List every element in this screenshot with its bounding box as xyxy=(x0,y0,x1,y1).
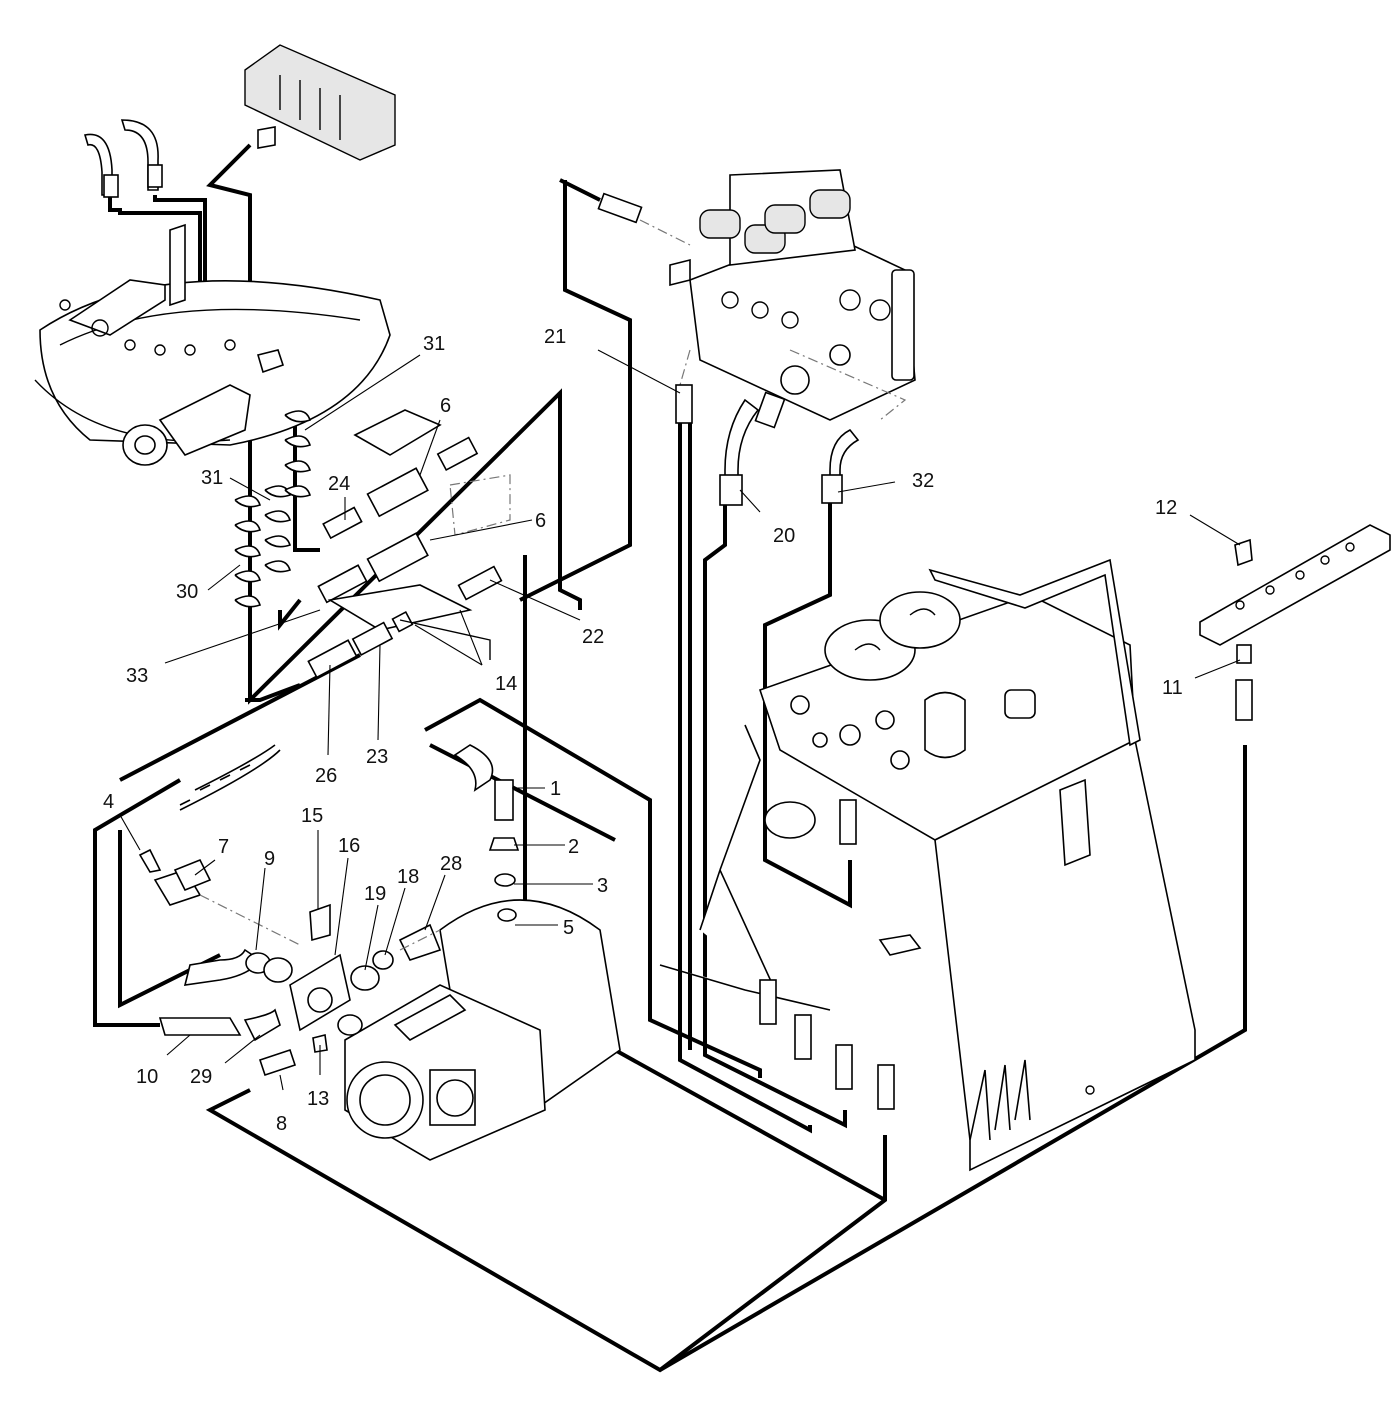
callout-9: 9 xyxy=(264,848,275,870)
flange-block-parts xyxy=(138,848,442,1077)
callout-8: 8 xyxy=(276,1113,287,1135)
callout-labels: 1 2 3 4 5 6 6 7 8 9 10 11 12 13 14 15 16… xyxy=(103,326,1183,1135)
callout-31-left: 31 xyxy=(201,467,223,489)
swing-ring-assembly xyxy=(34,223,391,466)
callout-16: 16 xyxy=(338,835,360,857)
tank-fittings xyxy=(759,799,895,1110)
callout-6-lower: 6 xyxy=(535,510,546,532)
callout-20: 20 xyxy=(773,525,795,547)
valve-cluster-center-left xyxy=(307,409,511,679)
manifold-bar xyxy=(1199,524,1391,721)
callout-1: 1 xyxy=(550,778,561,800)
callout-33: 33 xyxy=(126,665,148,687)
elbow-hoses-top-left xyxy=(83,119,163,198)
hydraulic-pump xyxy=(344,744,621,1161)
callout-10: 10 xyxy=(136,1066,158,1088)
callout-3: 3 xyxy=(597,875,608,897)
callout-29: 29 xyxy=(190,1066,212,1088)
junction-block-top xyxy=(244,44,396,161)
callout-15: 15 xyxy=(301,805,323,827)
callout-30: 30 xyxy=(176,581,198,603)
callout-22: 22 xyxy=(582,626,604,648)
control-valve-block xyxy=(597,169,916,421)
callout-31-right: 31 xyxy=(423,333,445,355)
spiral-guards xyxy=(179,410,312,811)
callout-13: 13 xyxy=(307,1088,329,1110)
callout-18: 18 xyxy=(397,866,419,888)
callout-leaders xyxy=(119,349,1241,1091)
callout-11: 11 xyxy=(1162,677,1183,699)
hydraulic-tank xyxy=(659,558,1196,1172)
callout-21: 21 xyxy=(544,326,566,348)
callout-12: 12 xyxy=(1155,497,1177,519)
callout-7: 7 xyxy=(218,836,229,858)
callout-32: 32 xyxy=(912,470,934,492)
callout-6-upper: 6 xyxy=(440,395,451,417)
callout-2: 2 xyxy=(568,836,579,858)
callout-5: 5 xyxy=(563,917,574,939)
callout-14: 14 xyxy=(495,673,517,695)
callout-19: 19 xyxy=(364,883,386,905)
callout-24: 24 xyxy=(328,473,350,495)
callout-26: 26 xyxy=(315,765,337,787)
callout-28: 28 xyxy=(440,853,462,875)
hose-fittings-mid xyxy=(675,384,860,506)
callout-4: 4 xyxy=(103,791,114,813)
callout-23: 23 xyxy=(366,746,388,768)
